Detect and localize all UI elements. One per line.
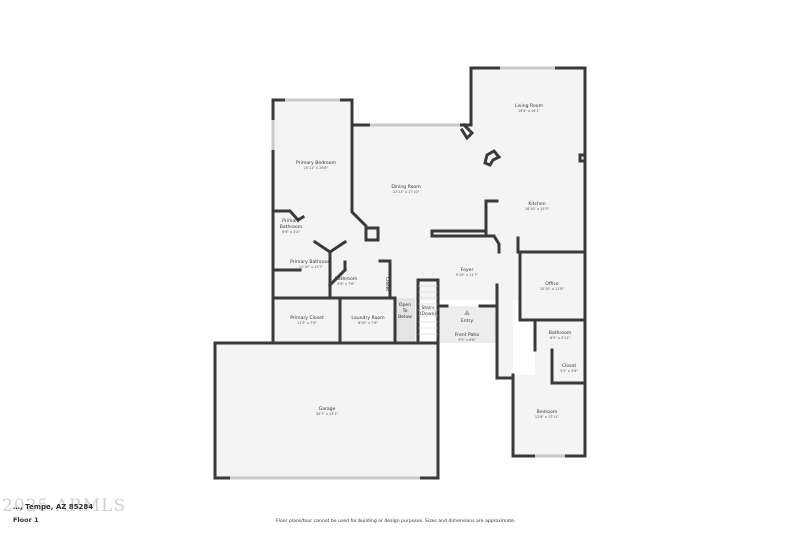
dining-room-label: Dining Room — [391, 184, 421, 190]
laundry-room-label: Laundry Room — [351, 315, 385, 321]
foyer-label: Foyer — [461, 267, 474, 273]
primary-bedroom-label: Primary Bedroom — [296, 160, 337, 166]
stair-treads — [418, 285, 438, 335]
entry-arrow-icon — [464, 310, 470, 315]
bathroom-2-label: Bathroom — [549, 330, 572, 336]
closet-2-label: Closet — [562, 363, 577, 369]
bathroom-1-label: Bathroom — [335, 276, 358, 282]
room-fills — [215, 68, 585, 478]
office-label: Office — [545, 281, 559, 287]
primary-bedroom-dim: 15'11" x 26'8" — [304, 166, 329, 170]
bedroom-label: Bedroom — [537, 409, 558, 415]
stairs-label-1: Stairs — [421, 305, 435, 311]
closet-2-dim: 3'2" x 3'6" — [560, 369, 578, 373]
closet-1-label: Closet — [384, 277, 390, 292]
disclaimer: Floor plans/tour cannot be used for buil… — [276, 519, 516, 524]
windows — [230, 66, 565, 480]
bathroom-1-dim: 4'8" x 7'6" — [337, 282, 355, 286]
laundry-room-dim: 8'10" x 7'6" — [358, 321, 378, 325]
open-to-below-label-2: To — [402, 308, 408, 314]
kitchen-label: Kitchen — [528, 201, 545, 207]
primary-bathroom-small-label-1: Primary — [282, 218, 300, 224]
office-dim: 10'10" x 11'8" — [540, 287, 565, 291]
primary-bathroom-label: Primary Bathroom — [290, 259, 332, 265]
walls — [213, 66, 587, 480]
primary-bathroom-small-label-2: Bathroom — [280, 224, 303, 230]
garage-dim: 30'7" x 23'1" — [316, 412, 339, 416]
open-to-below-label-3: Below — [398, 314, 412, 320]
dining-room-dim: 22'11" x 17'10" — [393, 190, 420, 194]
floor-label: Floor 1 — [13, 516, 39, 524]
living-room-label: Living Room — [515, 103, 544, 109]
bedroom-dim: 12'6" x 17'11" — [535, 415, 560, 419]
stairs-label-2: (Down) — [420, 311, 437, 317]
front-patio-dim: 9'5" x 6'8" — [458, 338, 476, 342]
watermark: 2025 ARMLS — [2, 496, 127, 516]
primary-bathroom-dim: 11'10" x 12'7" — [299, 265, 324, 269]
primary-bathroom-small-dim: 6'6" x 5'4" — [282, 230, 300, 234]
address: …, Tempe, AZ 85284 — [13, 503, 94, 511]
front-patio-label: Front Patio — [455, 332, 480, 338]
garage-label: Garage — [319, 406, 336, 412]
open-to-below-label-1: Open — [399, 302, 411, 308]
kitchen-dim: 16'10" x 15'3" — [525, 207, 550, 211]
primary-closet-label: Primary Closet — [290, 315, 324, 321]
primary-closet-dim: 11'3" x 7'6" — [297, 321, 317, 325]
entry-label: Entry — [461, 318, 474, 324]
foyer-dim: 9'10" x 11'7" — [456, 273, 479, 277]
bathroom-2-dim: 8'5" x 4'11" — [550, 336, 570, 340]
living-room-dim: 19'4" x 16'1" — [518, 109, 541, 113]
